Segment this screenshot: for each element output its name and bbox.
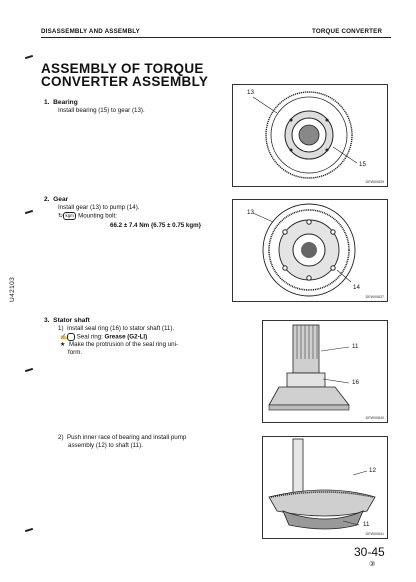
step-3-number: 3.: [44, 317, 50, 324]
torque-value: 66.2 ± 7.4 Nm {6.75 ± 0.75 kgm}: [110, 222, 202, 229]
sub-1-number: 1): [58, 325, 64, 332]
step-1-text: Install bearing (15) to gear (13).: [58, 107, 145, 114]
torque-label: Mounting bolt:: [78, 212, 117, 220]
revision-mark: ③: [369, 561, 376, 568]
callout-13: 13: [247, 89, 254, 96]
margin-mark: [24, 367, 34, 373]
seal-ring-label: Seal ring:: [76, 333, 103, 341]
torque-wrench-icon: ↻: [58, 213, 64, 220]
figure-code: DEW00840: [365, 416, 384, 420]
step-3-heading: 3. Stator shaft: [44, 317, 90, 324]
step-2-title: Gear: [53, 196, 69, 203]
step-2-number: 2.: [44, 196, 50, 203]
step-3-sub-1: 1) Install seal ring (16) to stator shaf…: [58, 325, 174, 333]
step-3-sub-2: 2) Push inner race of bearing and instal…: [58, 434, 186, 442]
grease-badge: [67, 333, 75, 341]
step-3-title: Stator shaft: [53, 317, 90, 324]
figure-code: DEW00839: [365, 180, 384, 184]
figure-stator-shaft: 11 16 DEW00840: [262, 320, 388, 423]
step-1-title: Bearing: [53, 99, 78, 106]
figure-gear-pump: 13 14 DEW00837: [232, 199, 388, 302]
sub-2-number: 2): [58, 434, 64, 441]
step-3-note: ★ Make the protrusion of the seal ring u…: [60, 341, 178, 349]
pump-assembly-drawing: [268, 438, 376, 530]
bearing-gear-drawing: [252, 91, 358, 179]
callout-14: 14: [353, 284, 360, 291]
step-2-heading: 2. Gear: [44, 196, 68, 203]
page-title: ASSEMBLY OF TORQUE CONVERTER ASSEMBLY: [41, 61, 209, 89]
header-left: DISASSEMBLY AND ASSEMBLY: [41, 28, 141, 35]
callout-13: 13: [247, 209, 254, 216]
sub-2-text-line-1: Push inner race of bearing and install p…: [66, 434, 187, 441]
header-rule: [41, 37, 391, 38]
page-number: 30-45: [354, 545, 385, 559]
step-1-number: 1.: [44, 99, 50, 106]
figure-code: DEW00837: [365, 295, 384, 299]
gear-pump-drawing: [252, 203, 356, 297]
figure-bearing-gear: 13 15 DEW00839: [232, 84, 388, 187]
header-right: TORQUE CONVERTER: [312, 28, 383, 35]
star-icon: ★: [60, 341, 66, 348]
seal-ring-value: Grease (G2-LI): [104, 333, 148, 341]
note-line-2: form.: [68, 349, 83, 356]
step-2-text: Install gear (13) to pump (14).: [58, 204, 140, 211]
step-1-heading: 1. Bearing: [44, 99, 78, 106]
grease-gun-icon: ✍: [60, 334, 68, 341]
torque-unit-badge: kgm: [63, 212, 77, 220]
callout-15: 15: [359, 161, 366, 168]
figure-pump-assembly: 12 11 DEW00841: [262, 436, 388, 539]
callout-12: 12: [369, 467, 376, 474]
sub-1-text: Install seal ring (16) to stator shaft (…: [66, 325, 175, 332]
title-line-1: ASSEMBLY OF TORQUE: [41, 61, 204, 76]
seal-ring-line: ✍ Seal ring: Grease (G2-LI): [60, 333, 147, 342]
callout-16: 16: [352, 379, 359, 386]
side-code: U42103: [9, 276, 16, 302]
callout-11: 11: [352, 343, 359, 350]
figure-code: DEW00841: [365, 532, 384, 536]
sub-2-text-line-2: assembly (12) to shaft (11).: [68, 442, 143, 449]
note-line-1: Make the protrusion of the seal ring uni…: [69, 341, 179, 348]
step-2-torque-line: ↻kgm Mounting bolt:: [58, 212, 117, 221]
margin-mark: [24, 527, 34, 533]
stator-shaft-drawing: [268, 324, 350, 411]
margin-mark: [24, 209, 34, 215]
margin-mark: [24, 54, 34, 60]
title-line-2: CONVERTER ASSEMBLY: [41, 74, 209, 89]
callout-11: 11: [363, 521, 370, 528]
